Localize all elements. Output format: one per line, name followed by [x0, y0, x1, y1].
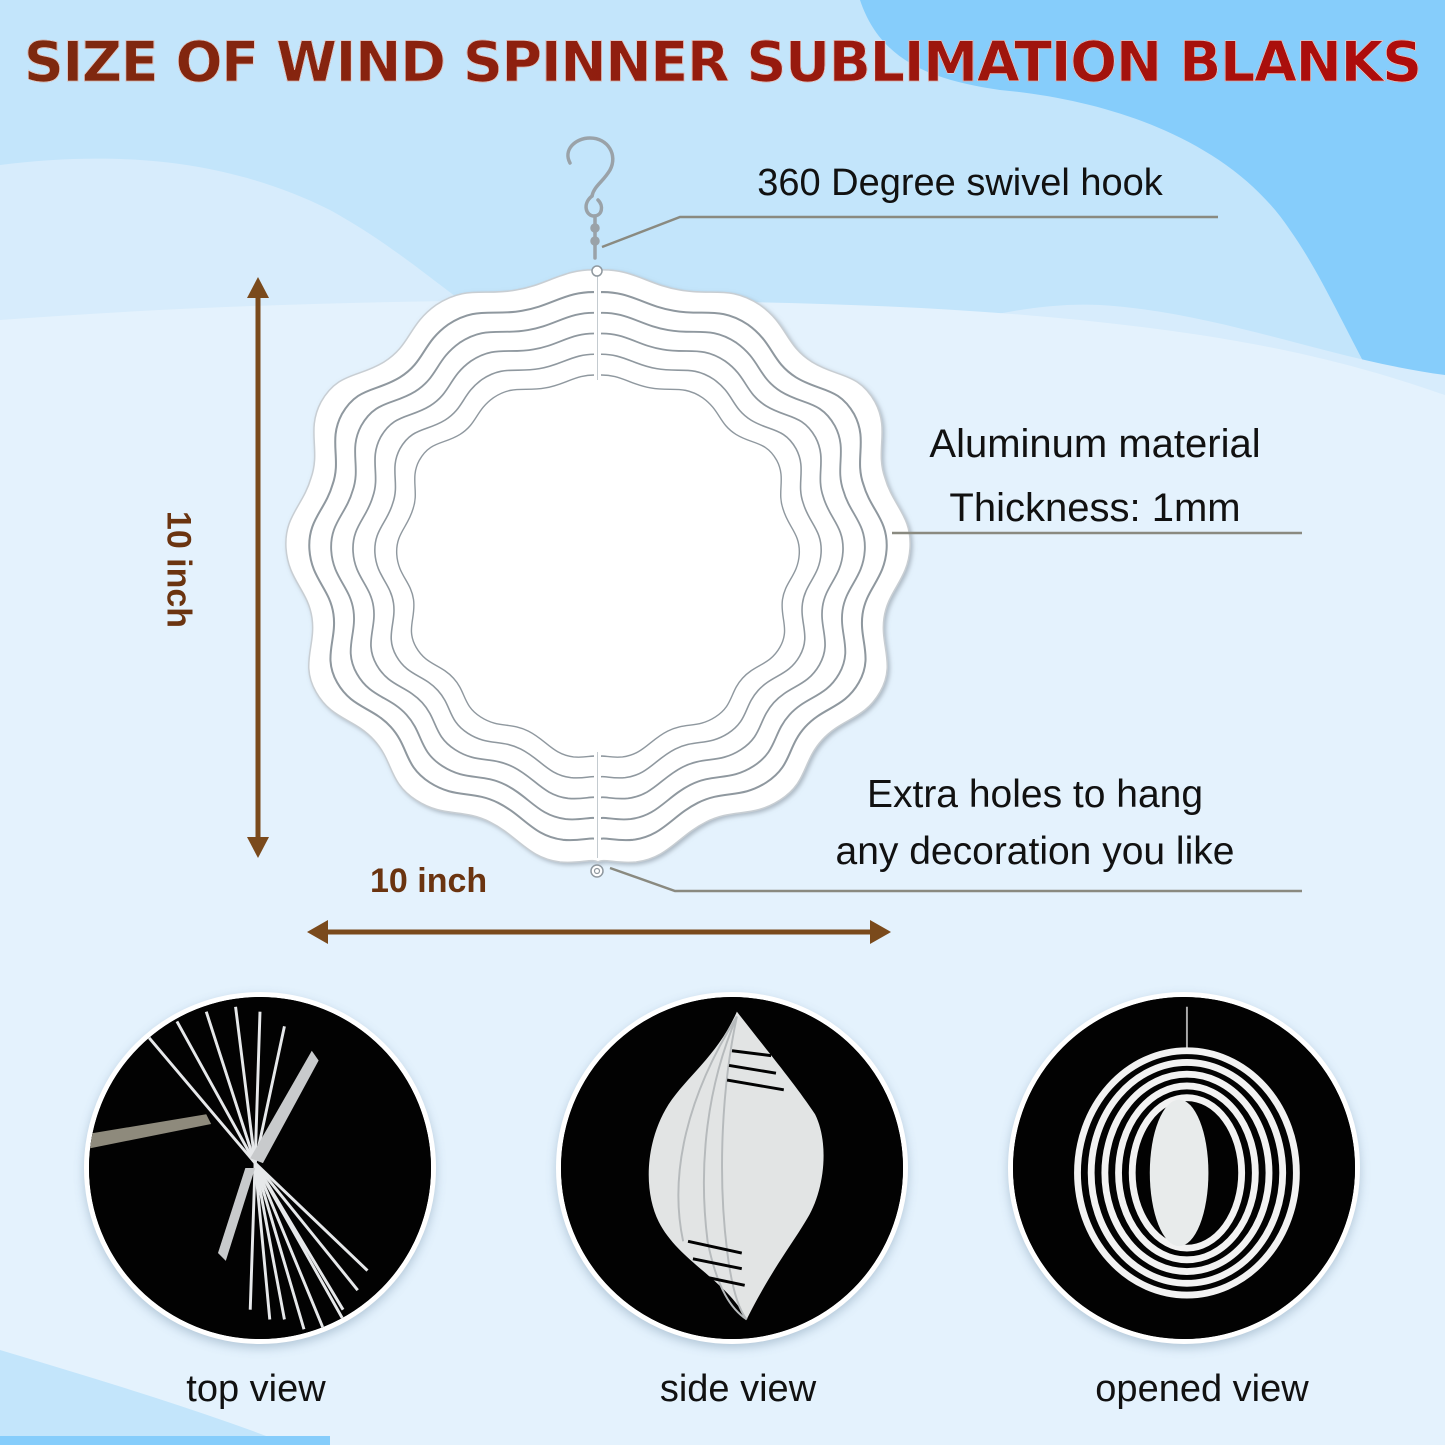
height-dimension-arrow [247, 277, 269, 858]
swivel-hook-icon [566, 136, 615, 260]
view-label-side: side view [659, 1368, 817, 1410]
leader-lines [601, 215, 1302, 893]
callout-holes-line2: any decoration you like [835, 830, 1235, 873]
callout-material-line1: Aluminum material [929, 422, 1261, 466]
page-title: SIZE OF WIND SPINNER SUBLIMATION BLANKS [0, 30, 1445, 95]
side-view-photo [556, 992, 908, 1344]
view-label-opened: opened view [1095, 1368, 1309, 1410]
height-dimension-label: 10 inch [159, 510, 198, 629]
opened-view-photo [1008, 992, 1360, 1344]
callout-extra-holes: Extra holes to hang any decoration you l… [800, 766, 1270, 880]
callout-material: Aluminum material Thickness: 1mm [880, 412, 1310, 540]
callout-swivel-hook: 360 Degree swivel hook [757, 162, 1163, 204]
top-view-photo [84, 992, 436, 1344]
width-dimension-arrow [307, 920, 891, 944]
callout-holes-line1: Extra holes to hang [866, 773, 1204, 816]
width-dimension-label: 10 inch [370, 862, 488, 900]
wind-spinner-icon [247, 136, 1302, 944]
view-label-top: top view [186, 1368, 326, 1410]
callout-thickness: Thickness: 1mm [949, 486, 1241, 530]
